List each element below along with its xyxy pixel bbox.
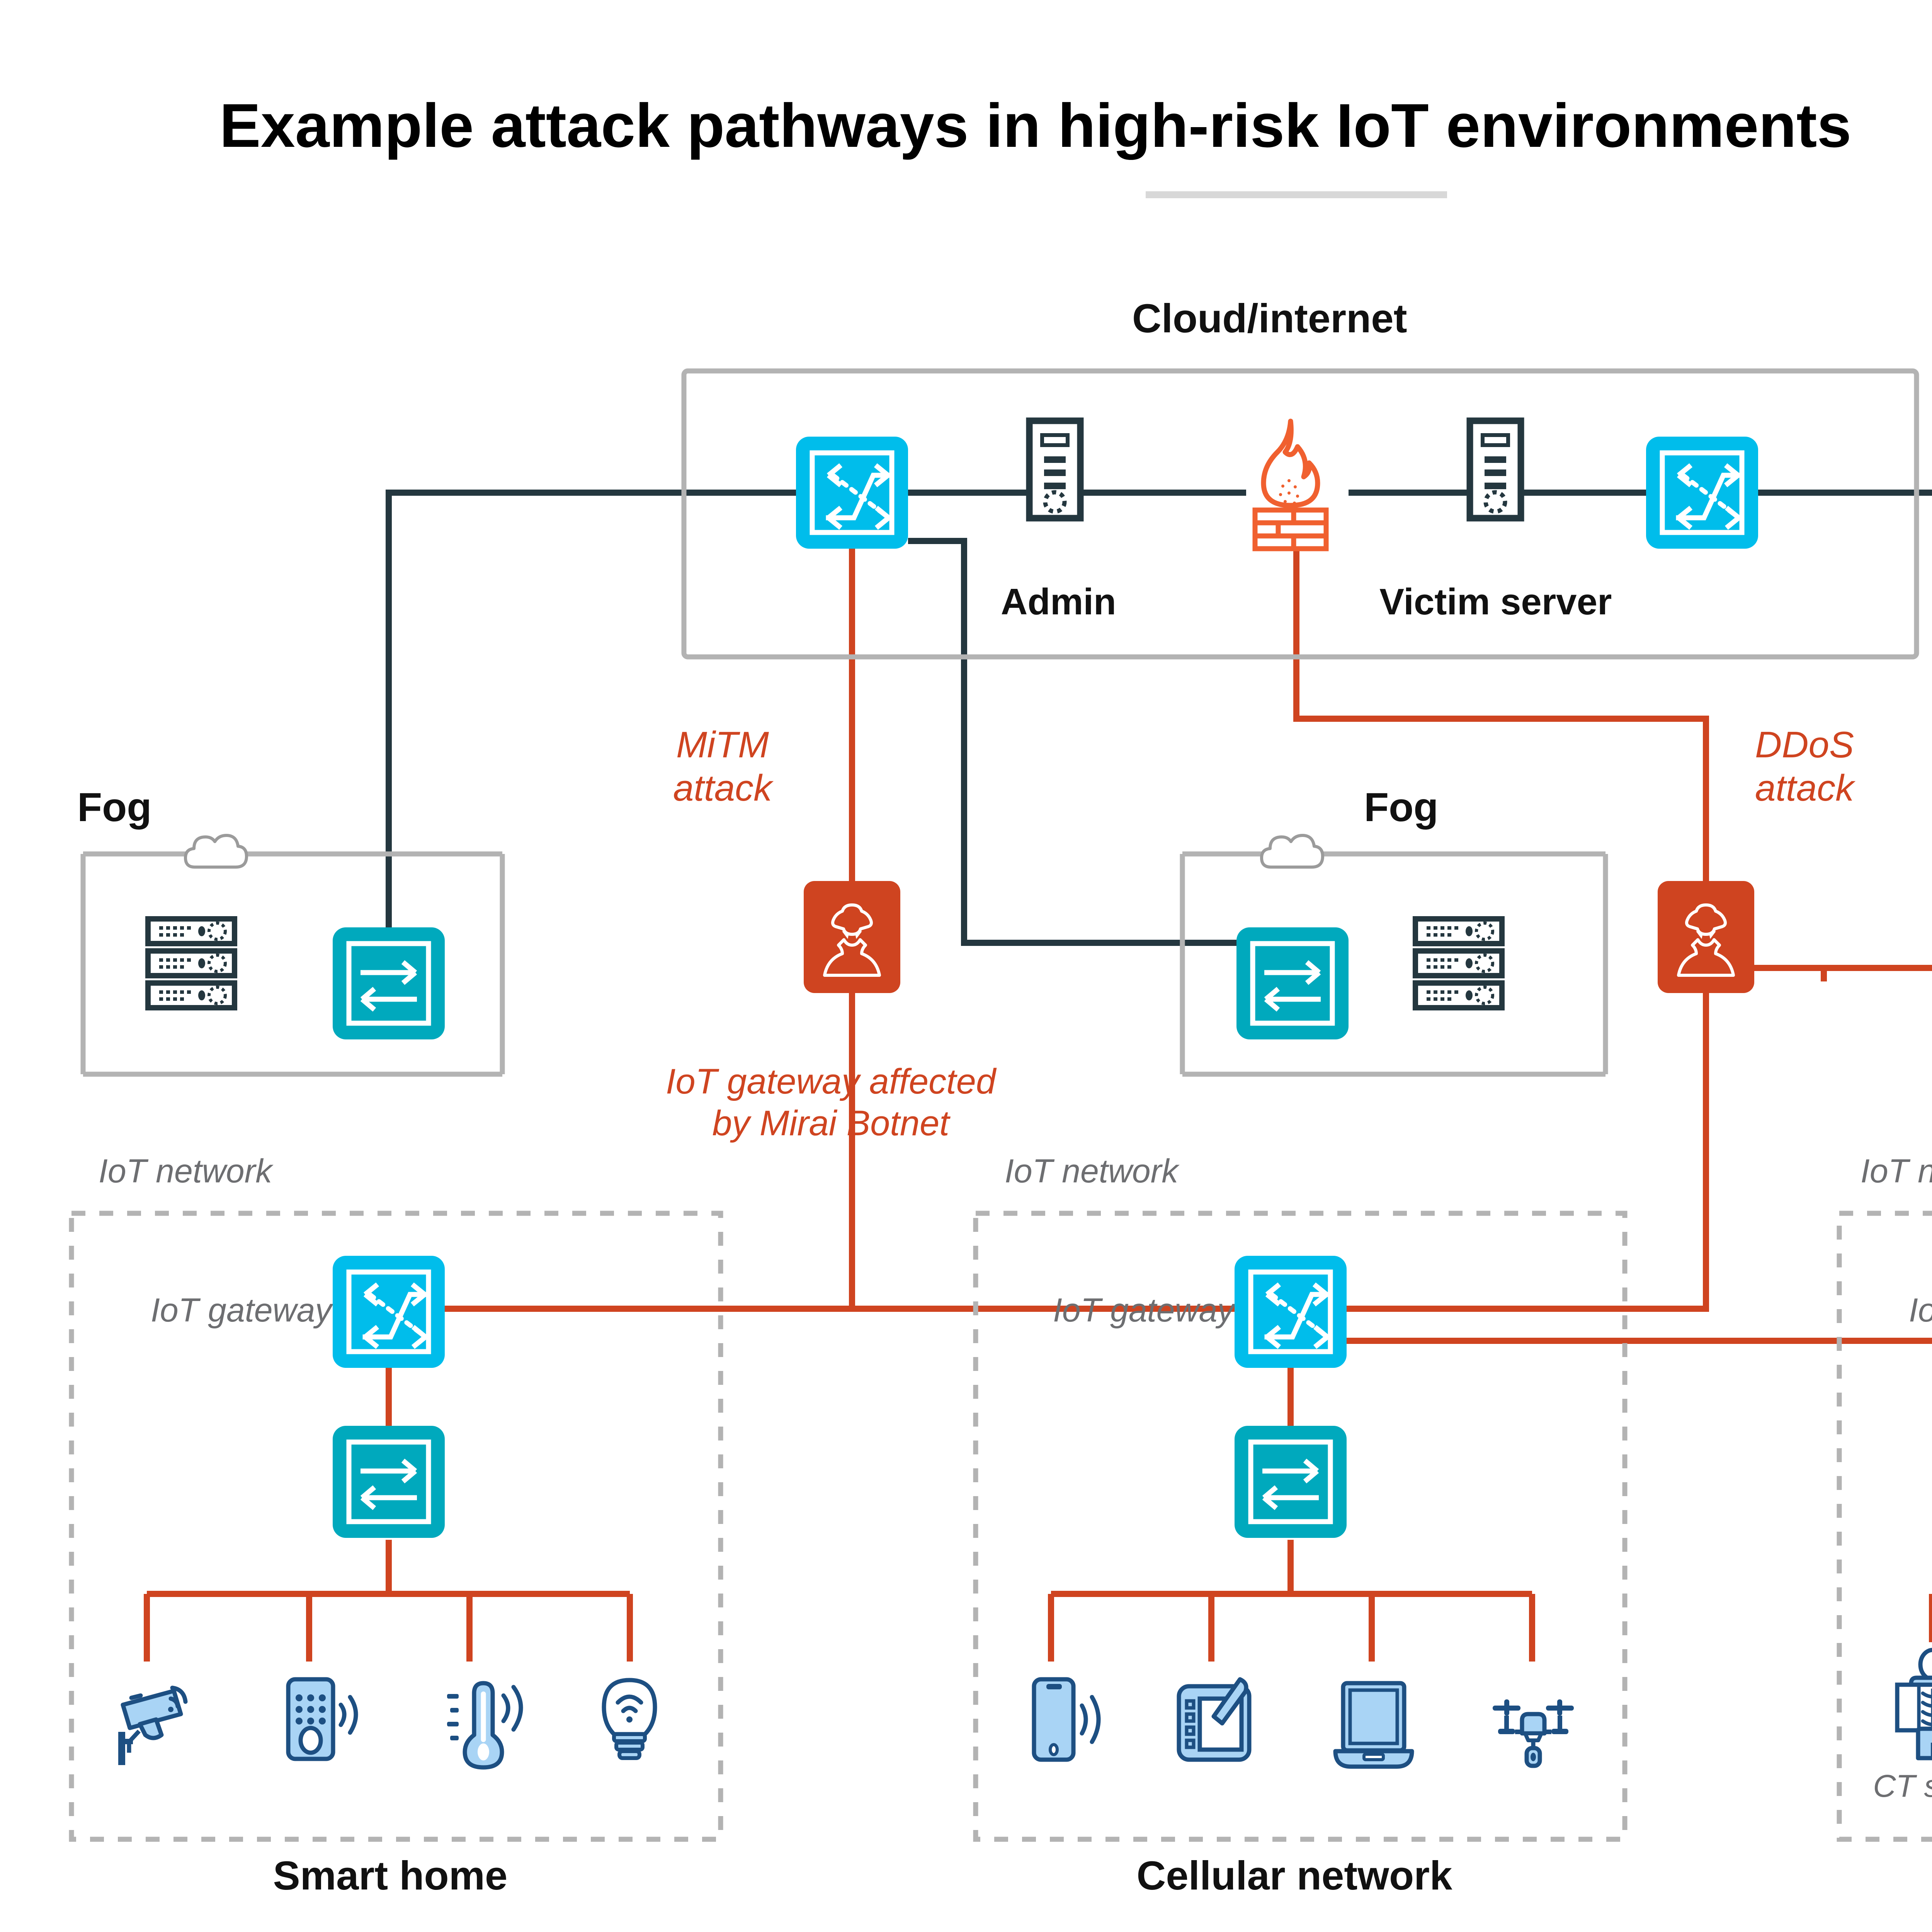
cloud-internet-zone: Cloud/internet Admin Victim server [681, 296, 1919, 660]
victim-server-label: Victim server [1379, 581, 1612, 622]
cellular-fog-switch[interactable] [1236, 927, 1349, 1039]
ddos-attack-label-line1: DDoS [1755, 724, 1854, 765]
smart-home-iot-box [69, 1211, 723, 1842]
cloud-internet-box [681, 368, 1919, 660]
ddos-hacker-icon[interactable] [1658, 881, 1754, 993]
cellular-switch[interactable] [1235, 1426, 1347, 1538]
smart-home-iot-gateway[interactable] [333, 1256, 445, 1368]
cloud-internet-label: Cloud/internet [1132, 296, 1407, 341]
ddos-attack-label-line2: attack [1755, 767, 1856, 809]
cloud-icon [185, 835, 247, 867]
cellular-fog-servers [1415, 919, 1502, 1008]
cellular-iot-network-label: IoT network [1005, 1153, 1180, 1190]
mitm-attack-label-line1: MiTM [676, 724, 769, 765]
zone-healthcare-network: Fog IoT network IoT gateway CT scan Ultr… [1837, 1153, 1932, 1842]
dark-connection-lines [386, 490, 1932, 946]
smart-home-fog-servers [148, 919, 235, 1008]
smart-home-fog-switch[interactable] [333, 927, 445, 1039]
device-signature-tablet[interactable] [1179, 1679, 1249, 1760]
smart-home-title: Smart home [273, 1853, 508, 1898]
cloud-icon [1262, 835, 1323, 867]
attack-lines [144, 549, 1932, 1662]
zone-smart-home: Fog IoT network IoT gateway Smart home [69, 785, 723, 1898]
zone-cellular-network: Fog IoT network IoT gateway Cellular net… [973, 785, 1628, 1898]
ct-scan-label: CT scan [1873, 1769, 1932, 1804]
mirai-annotation: IoT gateway affected by Mirai Botnet [666, 1062, 997, 1143]
smart-home-fog-label: Fog [77, 785, 151, 830]
smart-home-iot-network-label: IoT network [99, 1153, 274, 1190]
cellular-iot-box [973, 1211, 1628, 1842]
cellular-gateway-label: IoT gateway [1053, 1292, 1236, 1329]
healthcare-iot-network-label: IoT network [1861, 1153, 1932, 1190]
mitm-attack-label-line2: attack [673, 767, 774, 809]
cellular-network-title: Cellular network [1137, 1853, 1452, 1898]
mirai-annotation-line2: by Mirai Botnet [712, 1104, 951, 1143]
smart-home-fog-box [80, 851, 505, 1077]
smart-home-gateway-label: IoT gateway [151, 1292, 333, 1329]
mitm-hacker-icon[interactable] [804, 881, 900, 993]
healthcare-gateway-label: IoT gateway [1909, 1292, 1932, 1329]
router-left[interactable] [796, 437, 908, 549]
cellular-fog-label: Fog [1364, 785, 1438, 830]
mirai-annotation-line1: IoT gateway affected [666, 1062, 997, 1101]
cellular-iot-gateway[interactable] [1235, 1256, 1347, 1368]
admin-label: Admin [1001, 581, 1116, 622]
cellular-fog-box [1180, 851, 1608, 1077]
router-right[interactable] [1646, 437, 1758, 549]
smart-home-switch[interactable] [333, 1426, 445, 1538]
ddos-attack-group: DDoS attack [1658, 724, 1856, 993]
title-divider [1146, 191, 1447, 198]
mitm-attack-group: MiTM attack [673, 724, 900, 993]
device-laptop[interactable] [1335, 1683, 1412, 1767]
page-title: Example attack pathways in high-risk IoT… [219, 91, 1851, 160]
